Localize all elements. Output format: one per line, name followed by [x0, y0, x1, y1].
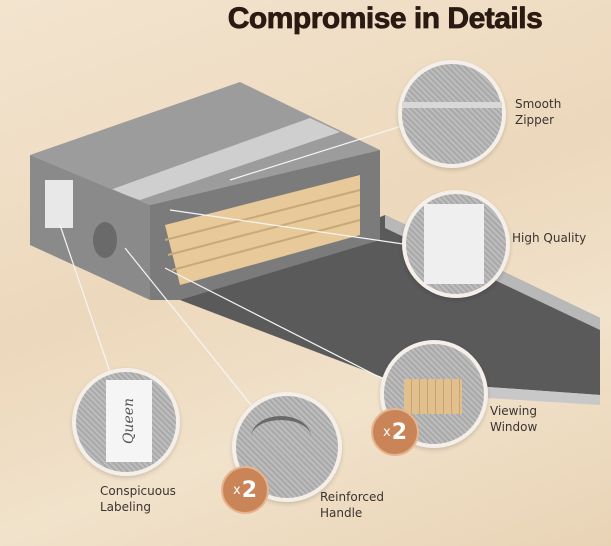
zipper-detail-circle — [398, 60, 506, 168]
label-window — [45, 180, 73, 228]
zipper-icon — [402, 102, 502, 108]
feature-label-high-quality: High Quality — [512, 231, 587, 245]
handle-detail-circle — [232, 392, 342, 502]
box-top — [30, 82, 380, 205]
tag-text: Queen — [121, 397, 137, 445]
page-title: Compromise in Details — [227, 2, 543, 36]
handle — [93, 222, 117, 258]
high-quality-detail-circle — [402, 190, 510, 298]
labeling-detail-circle: Queen — [72, 368, 180, 476]
